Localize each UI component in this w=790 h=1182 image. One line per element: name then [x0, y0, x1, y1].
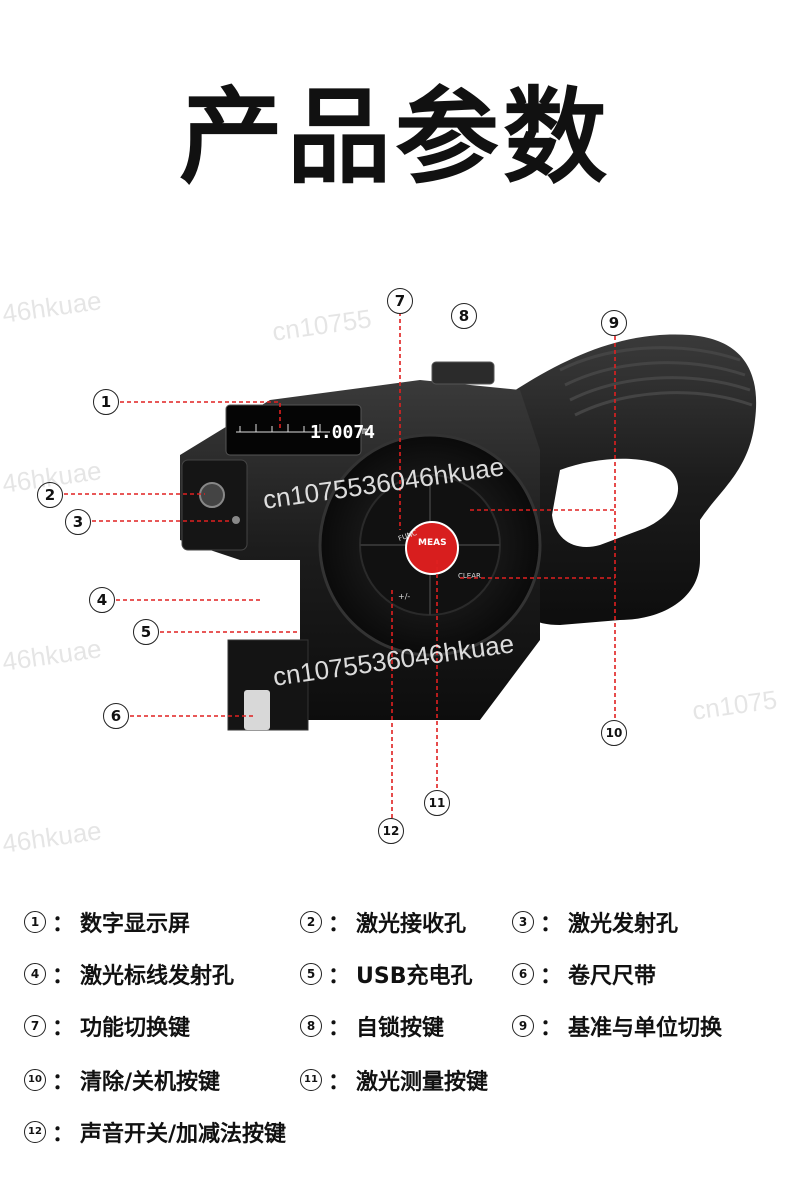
- callout-8: 8: [451, 303, 477, 329]
- device-illustration: [180, 334, 757, 731]
- callout-10: 10: [601, 720, 627, 746]
- clear-label: CLEAR: [458, 572, 481, 580]
- leader-1: [120, 401, 281, 430]
- callout-12: 12: [378, 818, 404, 844]
- legend-item-3: 3：激光发射孔: [512, 906, 678, 938]
- product-diagram: 1.0074 m MEAS FUNC CLEAR +/- 1 2 3 4 5 6…: [0, 250, 790, 870]
- callout-11: 11: [424, 790, 450, 816]
- legend-item-2: 2：激光接收孔: [300, 906, 466, 938]
- callout-5: 5: [133, 619, 159, 645]
- legend-item-4: 4：激光标线发射孔: [24, 958, 234, 990]
- handle-hole: [552, 458, 679, 547]
- leader-lines: [64, 312, 616, 820]
- laser-emitter-hole: [232, 516, 240, 524]
- laser-receiver-lens: [199, 482, 225, 508]
- legend-item-5: 5：USB充电孔: [300, 958, 473, 990]
- callout-3: 3: [65, 509, 91, 535]
- callout-4: 4: [89, 587, 115, 613]
- legend-item-9: 9：基准与单位切换: [512, 1010, 722, 1042]
- legend-item-12: 12：声音开关/加减法按键: [24, 1116, 286, 1148]
- meas-button[interactable]: [405, 521, 459, 575]
- legend-item-6: 6：卷尺尺带: [512, 958, 656, 990]
- legend-item-1: 1：数字显示屏: [24, 906, 190, 938]
- screen-unit: m: [362, 426, 369, 437]
- lock-button: [431, 361, 495, 385]
- meas-label: MEAS: [418, 538, 447, 548]
- callout-6: 6: [103, 703, 129, 729]
- callout-1: 1: [93, 389, 119, 415]
- legend-item-11: 11：激光测量按键: [300, 1064, 488, 1096]
- page-title: 产品参数: [178, 76, 611, 198]
- legend-item-7: 7：功能切换键: [24, 1010, 190, 1042]
- legend-item-10: 10：清除/关机按键: [24, 1064, 220, 1096]
- legend-item-8: 8：自锁按键: [300, 1010, 444, 1042]
- tape-blade: [244, 690, 270, 730]
- digital-display: [225, 404, 362, 456]
- callout-9: 9: [601, 310, 627, 336]
- callout-7: 7: [387, 288, 413, 314]
- plusminus-label: +/-: [398, 592, 411, 601]
- screen-reading: 1.0074: [310, 422, 376, 443]
- callout-2: 2: [37, 482, 63, 508]
